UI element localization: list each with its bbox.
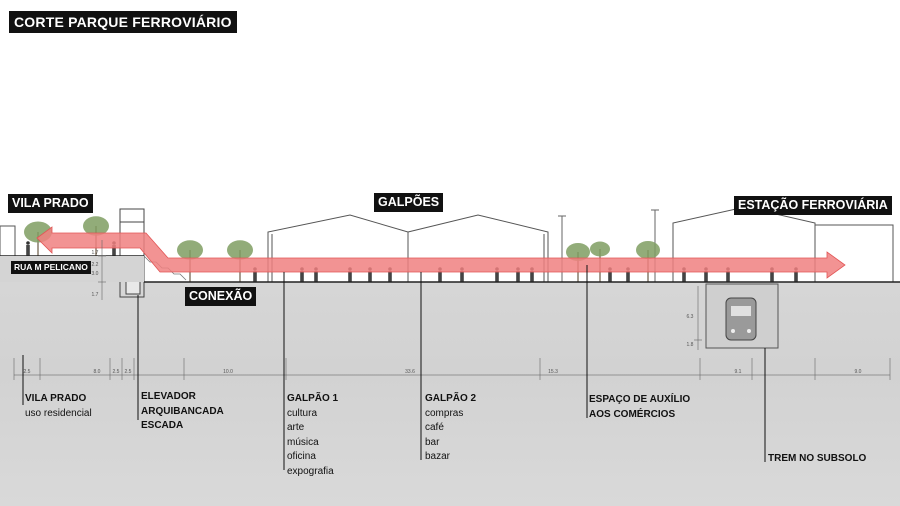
dimension-label: 9.1	[735, 369, 742, 375]
level-label: 1.8	[687, 342, 694, 348]
desc-item: compras	[425, 407, 464, 419]
desc-vila-prado: VILA PRADO uso residencial	[25, 392, 92, 421]
label-rua: RUA M PELICANO	[11, 261, 91, 274]
person-icon	[26, 241, 30, 256]
elevator-tower	[119, 208, 145, 298]
desc-heading: TREM NO SUBSOLO	[768, 453, 867, 464]
label-galpoes: GALPÕES	[374, 193, 444, 212]
desc-heading: GALPÃO 1	[287, 393, 339, 404]
desc-item: café	[425, 422, 444, 433]
level-label: 2.2	[92, 262, 99, 268]
label-conexao: CONEXÃO	[185, 287, 257, 306]
desc-elevador: ELEVADOR ARQUIBANCADA ESCADA	[141, 390, 224, 434]
desc-heading: AOS COMÉRCIOS	[589, 408, 676, 420]
desc-heading: ESPAÇO DE AUXÍLIO	[589, 394, 691, 405]
leader-lines	[22, 265, 766, 470]
dimension-label: 2.5	[125, 369, 132, 375]
desc-item: arte	[287, 422, 305, 433]
dimension-label: 8.0	[94, 369, 101, 375]
dimension-label: 10.0	[223, 369, 233, 375]
level-label: 1.7	[92, 292, 99, 298]
level-dimension-labels: 1.7 2.2 3.0 1.7 6.3 1.8	[92, 250, 694, 348]
desc-galpao-2: GALPÃO 2 compras café bar bazar	[425, 392, 476, 465]
desc-heading: ARQUIBANCADA	[141, 405, 224, 417]
desc-item: bazar	[425, 451, 451, 462]
train-tunnel	[705, 283, 779, 349]
desc-item: oficina	[287, 451, 316, 462]
dimension-label: 2.5	[24, 369, 31, 375]
label-vila-prado: VILA PRADO	[8, 194, 93, 213]
desc-item: expografia	[287, 465, 334, 477]
desc-item: música	[287, 436, 319, 448]
dimension-label: 2.5	[113, 369, 120, 375]
desc-espaco-auxilio: ESPAÇO DE AUXÍLIO AOS COMÉRCIOS	[589, 393, 690, 422]
desc-heading: ELEVADOR	[141, 391, 196, 402]
desc-item: bar	[425, 436, 440, 448]
desc-item: uso residencial	[25, 407, 92, 419]
dimension-label: 9.0	[855, 369, 862, 375]
desc-galpao-1: GALPÃO 1 cultura arte música oficina exp…	[287, 392, 338, 479]
desc-heading: ESCADA	[141, 420, 184, 431]
level-dimensions	[98, 240, 702, 350]
label-estacao: ESTAÇÃO FERROVIÁRIA	[734, 196, 892, 215]
desc-heading: GALPÃO 2	[425, 393, 477, 404]
train-icon	[725, 297, 757, 341]
page-title: CORTE PARQUE FERROVIÁRIO	[9, 11, 237, 33]
level-label: 1.7	[92, 250, 99, 256]
desc-item: cultura	[287, 407, 318, 419]
dimension-label: 33.6	[405, 369, 415, 375]
circulation-arrow	[36, 226, 846, 279]
desc-trem: TREM NO SUBSOLO	[768, 452, 866, 467]
dimension-ticks: 2.5 8.0 2.5 2.5 10.0 33.6 15.3 9.1 9.0	[13, 358, 891, 380]
level-label: 6.3	[687, 314, 694, 320]
level-label: 3.0	[92, 271, 99, 277]
dimension-label: 15.3	[548, 369, 558, 375]
desc-heading: VILA PRADO	[25, 393, 87, 404]
